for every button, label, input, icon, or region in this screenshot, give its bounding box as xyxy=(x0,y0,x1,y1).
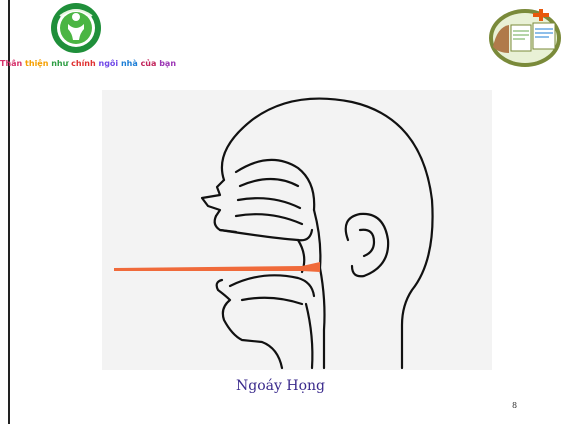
hospital-tagline: Thân thiện như chính ngôi nhà của bạn xyxy=(0,59,176,68)
hospital-logo-icon xyxy=(50,2,102,54)
tagline-word: như xyxy=(51,59,68,68)
tagline-word: ngôi xyxy=(99,59,119,68)
tagline-word: của xyxy=(141,59,157,68)
slide-caption: Ngoáy Họng xyxy=(0,378,561,394)
tagline-word: Thân xyxy=(0,59,22,68)
tagline-word: chính xyxy=(71,59,96,68)
throat-swab-illustration xyxy=(102,90,492,370)
tagline-word: bạn xyxy=(159,59,176,68)
health-book-logo-icon xyxy=(483,7,561,69)
tagline-word: nhà xyxy=(121,59,138,68)
swab-stick xyxy=(114,262,320,272)
tagline-word: thiện xyxy=(25,59,48,68)
slide-number: 8 xyxy=(512,401,517,410)
